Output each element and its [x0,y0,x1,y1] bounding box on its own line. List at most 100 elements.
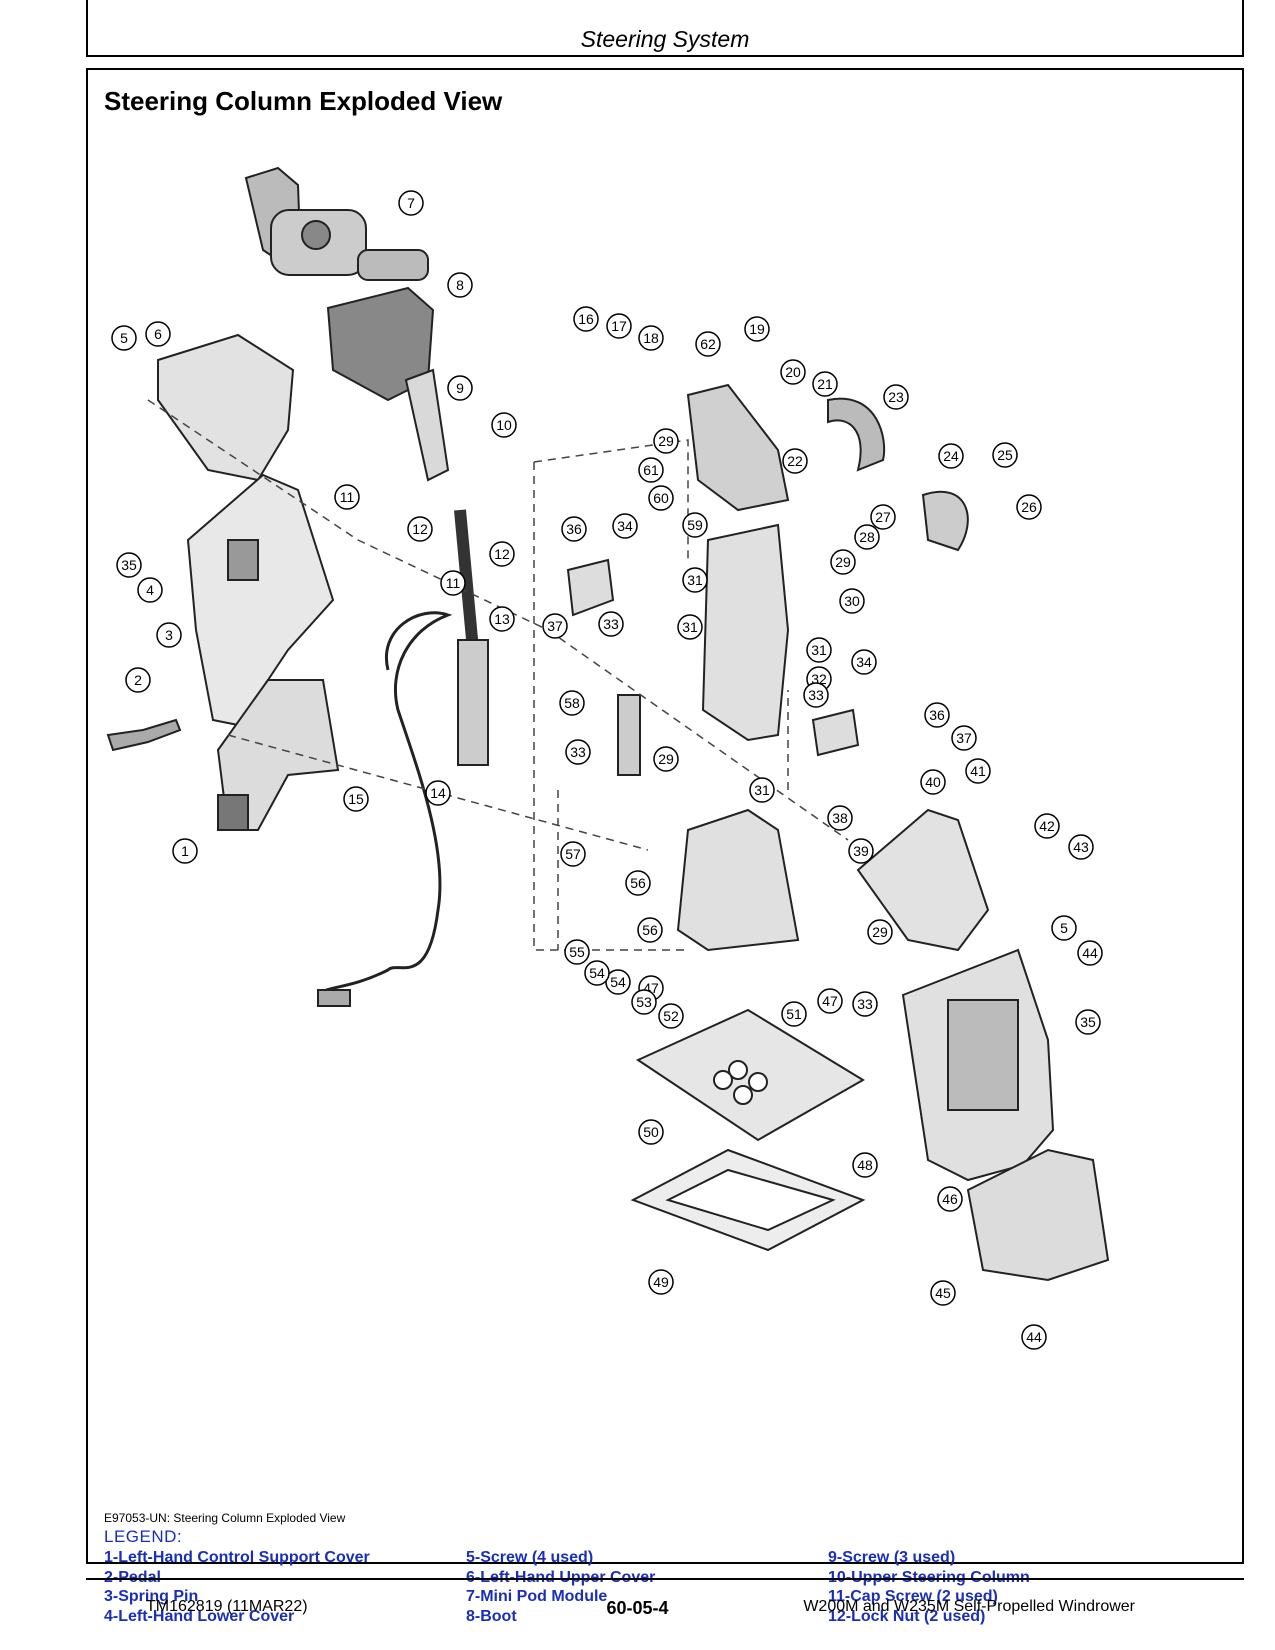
callout-label: 49 [653,1274,669,1290]
page-title: Steering Column Exploded View [104,86,503,116]
callout-label: 57 [565,846,581,862]
callout-35: 35 [116,552,142,578]
callout-label: 20 [785,364,801,380]
callout-61: 61 [638,457,664,483]
callout-57: 57 [560,841,586,867]
callout-41: 41 [965,758,991,784]
callout-24: 24 [938,443,964,469]
bracket-drawing [701,523,790,742]
callout-label: 58 [564,695,580,711]
callout-34: 34 [612,513,638,539]
legend-item: 8-Boot [466,1607,517,1625]
legend-item: 3-Spring Pin [104,1588,199,1605]
callout-label: 47 [822,993,838,1009]
callout-label: 27 [875,509,891,525]
callout-label: 34 [856,654,872,670]
callout-9: 9 [447,375,473,401]
callout-47: 47 [817,988,843,1014]
callout-label: 40 [925,774,941,790]
callout-label: 31 [754,782,770,798]
callout-5: 5 [1051,915,1077,941]
page-header: Steering System [86,0,1244,57]
callout-label: 33 [570,744,586,760]
callout-54: 54 [584,960,610,986]
callout-36: 36 [924,702,950,728]
callout-31: 31 [749,777,775,803]
callout-label: 21 [817,376,833,392]
callout-label: 52 [663,1008,679,1024]
callout-3: 3 [156,622,182,648]
legend-item: 10-Upper Steering Column [828,1568,1030,1586]
callout-label: 10 [496,417,512,433]
callout-label: 53 [636,994,652,1010]
callout-18: 18 [638,325,664,351]
callout-15: 15 [343,786,369,812]
callout-36: 36 [561,516,587,542]
callout-35: 35 [1075,1009,1101,1035]
callout-12: 12 [407,516,433,542]
callout-54: 54 [605,969,631,995]
callout-label: 17 [611,318,627,334]
callout-19: 19 [744,316,770,342]
callout-label: 28 [859,529,875,545]
callout-label: 33 [603,616,619,632]
callout-46: 46 [937,1186,963,1212]
callout-1: 1 [172,838,198,864]
legend-item: 9-Screw (3 used) [828,1549,956,1566]
callout-label: 5 [1060,920,1068,936]
callout-label: 42 [1039,818,1055,834]
callout-33: 33 [852,991,878,1017]
callout-label: 54 [610,974,626,990]
callout-26: 26 [1016,494,1042,520]
legend-column-2: 5-Screw (4 used) 6-Left-Hand Upper Cover… [466,1548,655,1626]
callout-5: 5 [111,325,137,351]
callout-label: 48 [857,1157,873,1173]
callout-label: 50 [643,1124,659,1140]
callout-label: 46 [942,1191,958,1207]
callout-label: 26 [1021,499,1037,515]
callout-label: 1 [181,843,189,859]
legend-item: 7-Mini Pod Module [466,1588,608,1605]
callout-6: 6 [145,321,171,347]
callout-label: 36 [566,521,582,537]
callout-label: 62 [700,336,716,352]
legend-item: 12-Lock Nut (2 used) [828,1607,986,1625]
callout-29: 29 [830,549,856,575]
footer-doc-id: TM162819 (11MAR22) [146,1598,308,1615]
legend-item: 4-Left-Hand Lower Cover [104,1607,295,1625]
callout-20: 20 [780,359,806,385]
callout-label: 11 [446,575,461,591]
callout-31: 31 [677,614,703,640]
callout-50: 50 [638,1119,664,1145]
callout-48: 48 [852,1152,878,1178]
callout-42: 42 [1034,813,1060,839]
callout-29: 29 [653,746,679,772]
callout-label: 41 [970,763,986,779]
callout-label: 39 [853,843,869,859]
callout-label: 55 [569,944,585,960]
legend-column-3: 9-Screw (3 used) 10-Upper Steering Colum… [828,1548,1030,1626]
callout-label: 38 [832,810,848,826]
callout-37: 37 [542,613,568,639]
callout-31: 31 [682,567,708,593]
callout-10: 10 [491,412,517,438]
callout-label: 33 [857,996,873,1012]
legend-item: 6-Left-Hand Upper Cover [466,1568,656,1586]
callout-label: 35 [121,557,137,573]
footer-page-number: 60-05-4 [606,1598,669,1618]
callout-label: 30 [844,593,860,609]
callout-17: 17 [606,313,632,339]
callout-23: 23 [883,384,909,410]
callout-8: 8 [447,272,473,298]
callout-60: 60 [648,485,674,511]
legend-item: 2-Pedal [104,1568,161,1586]
callout-label: 25 [997,447,1013,463]
callout-label: 36 [929,707,945,723]
callout-label: 31 [682,619,698,635]
callout-21: 21 [812,371,838,397]
callout-44: 44 [1077,940,1103,966]
callout-45: 45 [930,1280,956,1306]
callout-14: 14 [425,780,451,806]
